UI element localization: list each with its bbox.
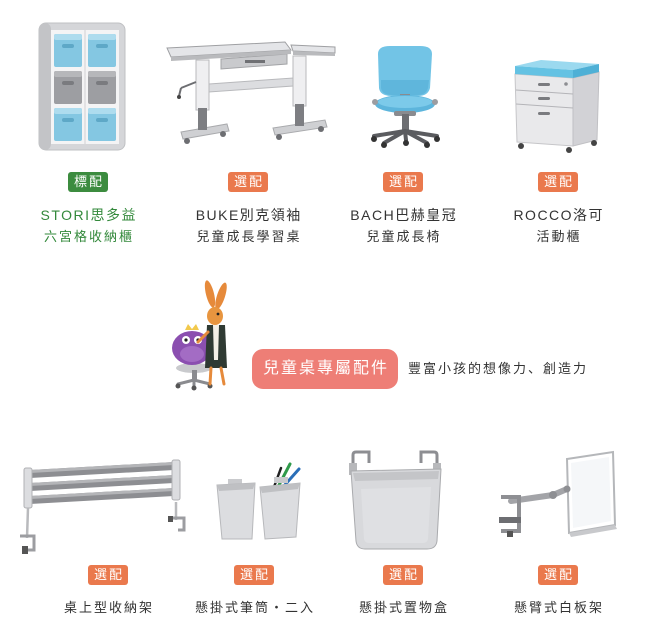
accessory-name: 懸臂式白板架 [513, 600, 604, 615]
product-card-bach: 選配 BACH巴赫皇冠 兒童成長椅 [328, 0, 478, 260]
product-card-buke: 選配 BUKE別克領袖 兒童成長學習桌 [166, 0, 336, 260]
optional-badge: 選配 [234, 565, 274, 585]
height-crank [177, 81, 197, 99]
chair-base [371, 111, 440, 148]
accessory-name: 懸掛式置物盒 [358, 600, 449, 615]
optional-badge: 選配 [538, 565, 578, 585]
box-body [350, 468, 442, 550]
whiteboard-arm [508, 485, 571, 504]
pen-cup-left [216, 479, 256, 540]
desk-drawer [220, 53, 288, 70]
product-name: STORI思多益 [40, 207, 138, 223]
storage-bins [54, 34, 116, 141]
standard-badge: 標配 [68, 172, 108, 192]
accessory-card-pen-holder: 選配 懸掛式筆筒・二入 [179, 440, 329, 630]
rack-bars [30, 462, 174, 504]
product-card-stori: 標配 STORI思多益 六宮格收納櫃 [13, 0, 163, 260]
product-name: BUKE別克領袖 [195, 207, 302, 223]
chair-backrest [378, 46, 432, 96]
rack-right-clamp [168, 502, 186, 532]
pen-holder-image [216, 462, 301, 540]
accessory-name: 桌上型收納架 [63, 600, 154, 615]
chair-image [371, 46, 440, 148]
desk-feet [180, 119, 328, 144]
pen-cup-right [259, 477, 301, 540]
cabinet-body [514, 71, 600, 147]
optional-badge: 選配 [383, 565, 423, 585]
whiteboard-clamp [499, 495, 521, 537]
whiteboard-arm-image [499, 450, 617, 537]
product-description: 活動櫃 [536, 229, 582, 244]
optional-badge: 選配 [88, 565, 128, 585]
desk-top [166, 41, 336, 61]
desk-image [166, 41, 336, 144]
whiteboard [565, 450, 617, 537]
product-name: ROCCO洛可 [513, 207, 605, 223]
optional-badge: 選配 [538, 172, 578, 192]
accessory-card-whiteboard-arm: 選配 懸臂式白板架 [483, 440, 633, 630]
rabbit-character [196, 280, 227, 386]
desktop-rack-image [20, 459, 186, 554]
rabbit-mascot-image [172, 280, 227, 391]
rack-left-clamp [20, 507, 36, 554]
product-description: 六宮格收納櫃 [43, 229, 134, 244]
optional-badge: 選配 [228, 172, 268, 192]
accessories-tagline: 豐富小孩的想像力、創造力 [408, 361, 589, 376]
chair-seat [372, 94, 438, 113]
accessory-name: 懸掛式筆筒・二入 [194, 600, 315, 615]
cabinet-casters [518, 140, 597, 153]
optional-badge: 選配 [383, 172, 423, 192]
product-description: 兒童成長椅 [366, 229, 442, 244]
accessories-title: 兒童桌專屬配件 [252, 349, 398, 389]
desk-legs [195, 55, 307, 130]
product-card-rocco: 選配 ROCCO洛可 活動櫃 [483, 0, 633, 260]
hanging-box-image [349, 450, 442, 550]
accessory-card-desktop-rack: 選配 桌上型收納架 [20, 440, 186, 630]
accessory-card-hanging-box: 選配 懸掛式置物盒 [328, 440, 478, 630]
product-name: BACH巴赫皇冠 [350, 207, 458, 223]
product-description: 兒童成長學習桌 [196, 229, 302, 244]
cabinet-image [514, 60, 600, 153]
bookshelf-image [38, 22, 126, 151]
cabinet-cushion [515, 60, 599, 78]
rack-end-caps [23, 459, 181, 509]
